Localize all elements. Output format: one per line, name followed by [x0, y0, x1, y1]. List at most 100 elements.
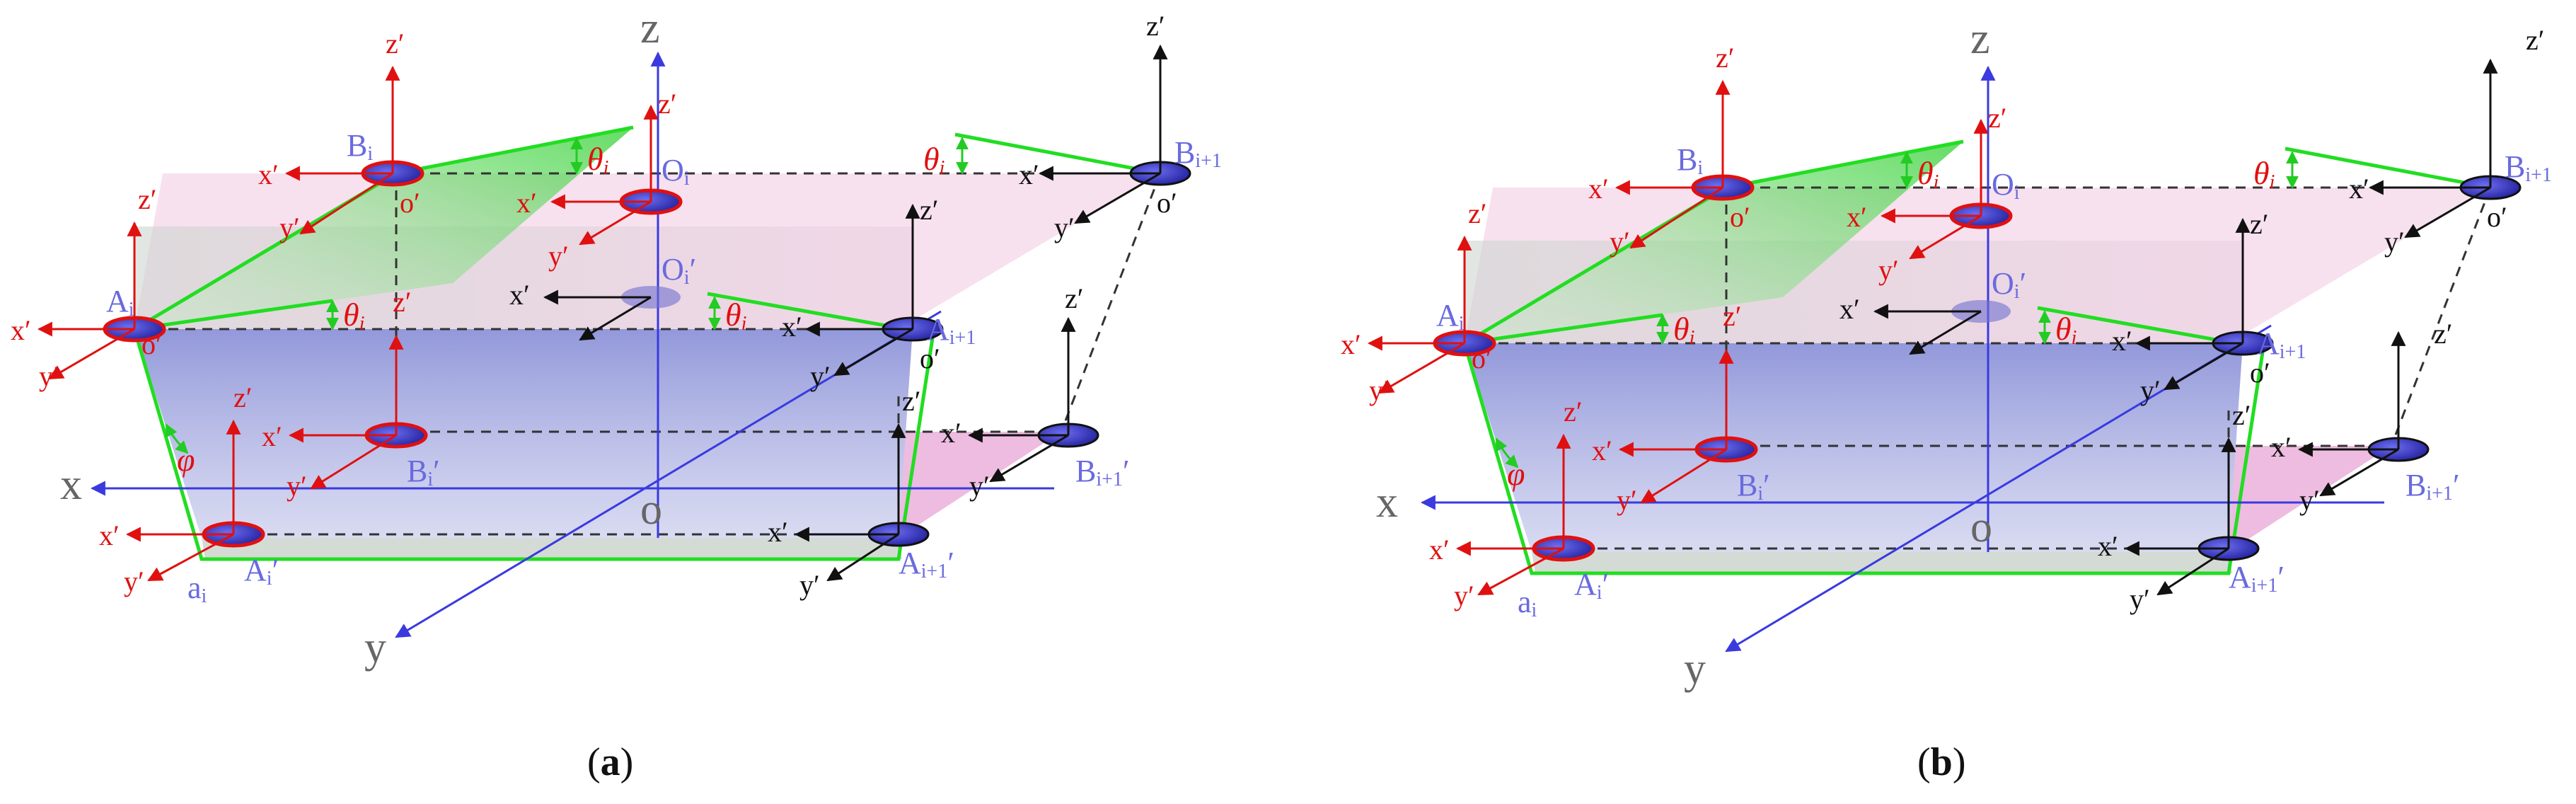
label-Ai1: Ai+1: [927, 312, 976, 349]
yp-Ai: y′: [39, 360, 59, 392]
zp-Bi-prime: z′: [393, 286, 412, 318]
world-y-label: y: [364, 624, 386, 672]
caption-b: (b): [1917, 740, 1965, 784]
yp-Bi-prime: y′: [287, 470, 307, 502]
op-Ai-b: o′: [1472, 343, 1492, 374]
label-Oi: Oi: [662, 153, 690, 190]
theta-label-4-b: θi: [2253, 155, 2275, 193]
xp-Bi: x′: [258, 159, 279, 190]
yp-Ai1-b: y′: [2140, 374, 2161, 406]
yp-Bi1-prime: y′: [969, 470, 990, 502]
op-Ai1: o′: [920, 343, 940, 374]
op-Bi-b: o′: [1730, 201, 1750, 233]
world-y-label-b: y: [1684, 645, 1706, 693]
label-Bi-b: Bi: [1677, 142, 1703, 179]
op-Bi1-b: o′: [2487, 201, 2507, 233]
xp-Bi1-prime-b: x′: [2271, 431, 2292, 463]
yp-Ai1: y′: [810, 360, 831, 392]
world-z-label-b: z: [1970, 15, 1990, 63]
op-Bi1: o′: [1157, 187, 1177, 219]
zp-Ai: z′: [138, 183, 157, 215]
panel-a: z x y o Bi Oi Oi′ Ai Ai+1 Bi+1 Bi′ Bi+1′…: [11, 4, 1222, 784]
label-ai: ai: [187, 570, 207, 607]
label-Bi-prime-b: Bi′: [1737, 468, 1770, 505]
caption-a: (a): [587, 740, 633, 784]
label-Ai: Ai: [106, 284, 134, 321]
theta-label-1: θi: [587, 141, 608, 179]
theta-label-3-b: θi: [2055, 311, 2077, 349]
zp-Bi1: z′: [1146, 10, 1165, 42]
xp-Ai1: x′: [782, 311, 802, 343]
world-x-label: x: [60, 461, 82, 509]
label-Ai-prime: Ai′: [244, 553, 279, 590]
label-Bi-prime: Bi′: [407, 454, 440, 490]
yp-Oi-b: y′: [1878, 254, 1899, 286]
zp-Bi1-prime: z′: [1065, 282, 1084, 314]
xp-Ai1-b: x′: [2112, 325, 2132, 357]
xp-Ai-prime-b: x′: [1429, 534, 1450, 565]
yp-Bi1-b: y′: [2384, 226, 2405, 258]
label-Bi: Bi: [347, 128, 373, 165]
op-Ai: o′: [141, 328, 162, 360]
label-Oi-prime: Oi′: [662, 252, 696, 289]
xp-Ai-prime: x′: [99, 519, 120, 551]
origin-label: o: [640, 486, 662, 534]
theta-label-1-b: θi: [1917, 155, 1939, 193]
label-Ai-prime-b: Ai′: [1574, 567, 1609, 604]
label-Oi-prime-b: Oi′: [1992, 266, 2026, 303]
xp-Oi-prime-b: x′: [1839, 293, 1860, 325]
yp-Bi1-prime-b: y′: [2299, 484, 2320, 516]
zp-Ai-prime-b: z′: [1564, 396, 1583, 427]
zp-Oi-b: z′: [1988, 102, 2007, 134]
yp-Bi-b: y′: [1610, 226, 1630, 258]
xp-Bi1: x′: [1019, 159, 1039, 190]
yp-Ai-b: y′: [1369, 374, 1390, 406]
origin-label-b: o: [1970, 503, 1992, 551]
label-Bi1: Bi+1: [1174, 135, 1222, 172]
yp-Ai1-prime-b: y′: [2130, 583, 2150, 615]
label-Ai1-b: Ai+1: [2257, 326, 2306, 363]
zp-Bi-prime-b: z′: [1723, 300, 1742, 332]
xp-Bi1-b: x′: [2349, 173, 2369, 205]
xp-Bi-prime-b: x′: [1592, 435, 1612, 466]
label-Bi1-prime: Bi+1′: [1075, 454, 1130, 490]
theta-label-3: θi: [725, 297, 746, 335]
xp-Ai1-prime: x′: [768, 516, 788, 548]
op-Ai1-b: o′: [2250, 357, 2270, 389]
zp-Bi1-prime-b: z′: [2434, 318, 2453, 350]
xp-Oi: x′: [516, 187, 537, 219]
yp-Bi: y′: [279, 212, 300, 243]
world-x-label-b: x: [1376, 478, 1398, 527]
yp-Bi1: y′: [1054, 212, 1075, 243]
label-Ai-b: Ai: [1436, 298, 1465, 335]
xp-Oi-prime: x′: [509, 279, 530, 311]
xp-Bi-prime: x′: [262, 420, 282, 452]
phi-label: φ: [177, 442, 195, 478]
yp-Oi: y′: [548, 240, 569, 272]
xp-Ai: x′: [11, 314, 31, 346]
label-Oi-b: Oi: [1992, 167, 2020, 204]
xp-Bi1-prime: x′: [941, 417, 961, 449]
op-Bi: o′: [400, 187, 420, 219]
xp-Bi-b: x′: [1588, 173, 1609, 205]
label-Ai1-prime: Ai+1′: [899, 546, 954, 582]
panel-b: z x y o Bi Oi Oi′ Ai Ai+1 Bi+1 Bi′ Bi+1′…: [1341, 15, 2552, 784]
zp-Bi-b: z′: [1716, 42, 1735, 74]
label-Bi1-prime-b: Bi+1′: [2405, 468, 2460, 505]
yp-Ai1-prime: y′: [799, 569, 820, 601]
theta-label-4: θi: [923, 141, 945, 179]
zp-Ai1-b: z′: [2250, 208, 2269, 240]
zp-Bi1-b: z′: [2526, 24, 2545, 56]
zp-Ai1-prime-b: z′: [2232, 399, 2251, 431]
yp-Ai-prime: y′: [124, 565, 144, 597]
label-Ai1-prime-b: Ai+1′: [2229, 560, 2285, 597]
xp-Ai-b: x′: [1341, 328, 1361, 360]
phi-label-b: φ: [1507, 456, 1525, 492]
xp-Oi-b: x′: [1847, 201, 1867, 233]
world-z-label: z: [640, 4, 660, 52]
label-Bi1-b: Bi+1: [2505, 149, 2552, 186]
label-ai-b: ai: [1518, 585, 1537, 621]
zp-Ai-prime: z′: [233, 381, 253, 413]
yp-Bi-prime-b: y′: [1617, 484, 1637, 516]
